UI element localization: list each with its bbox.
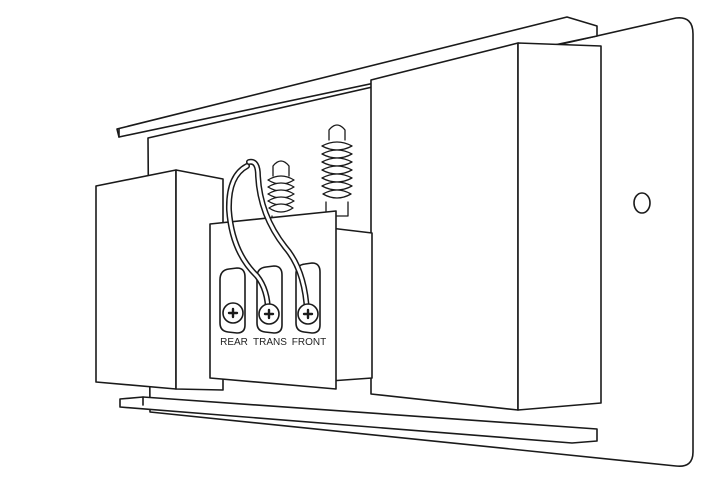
wires xyxy=(225,158,310,315)
left-block-front xyxy=(95,169,177,390)
screw-rear xyxy=(222,302,244,324)
screw-front xyxy=(297,303,319,325)
spring-right xyxy=(321,124,353,217)
screw-trans xyxy=(258,303,280,325)
terminal-label-trans: TRANS xyxy=(253,337,287,348)
terminal-label-rear: REAR xyxy=(220,337,248,348)
terminal-label-front: FRONT xyxy=(292,337,326,348)
mounting-hole xyxy=(633,192,651,214)
right-block-side xyxy=(517,42,602,411)
right-block-front xyxy=(370,42,519,411)
